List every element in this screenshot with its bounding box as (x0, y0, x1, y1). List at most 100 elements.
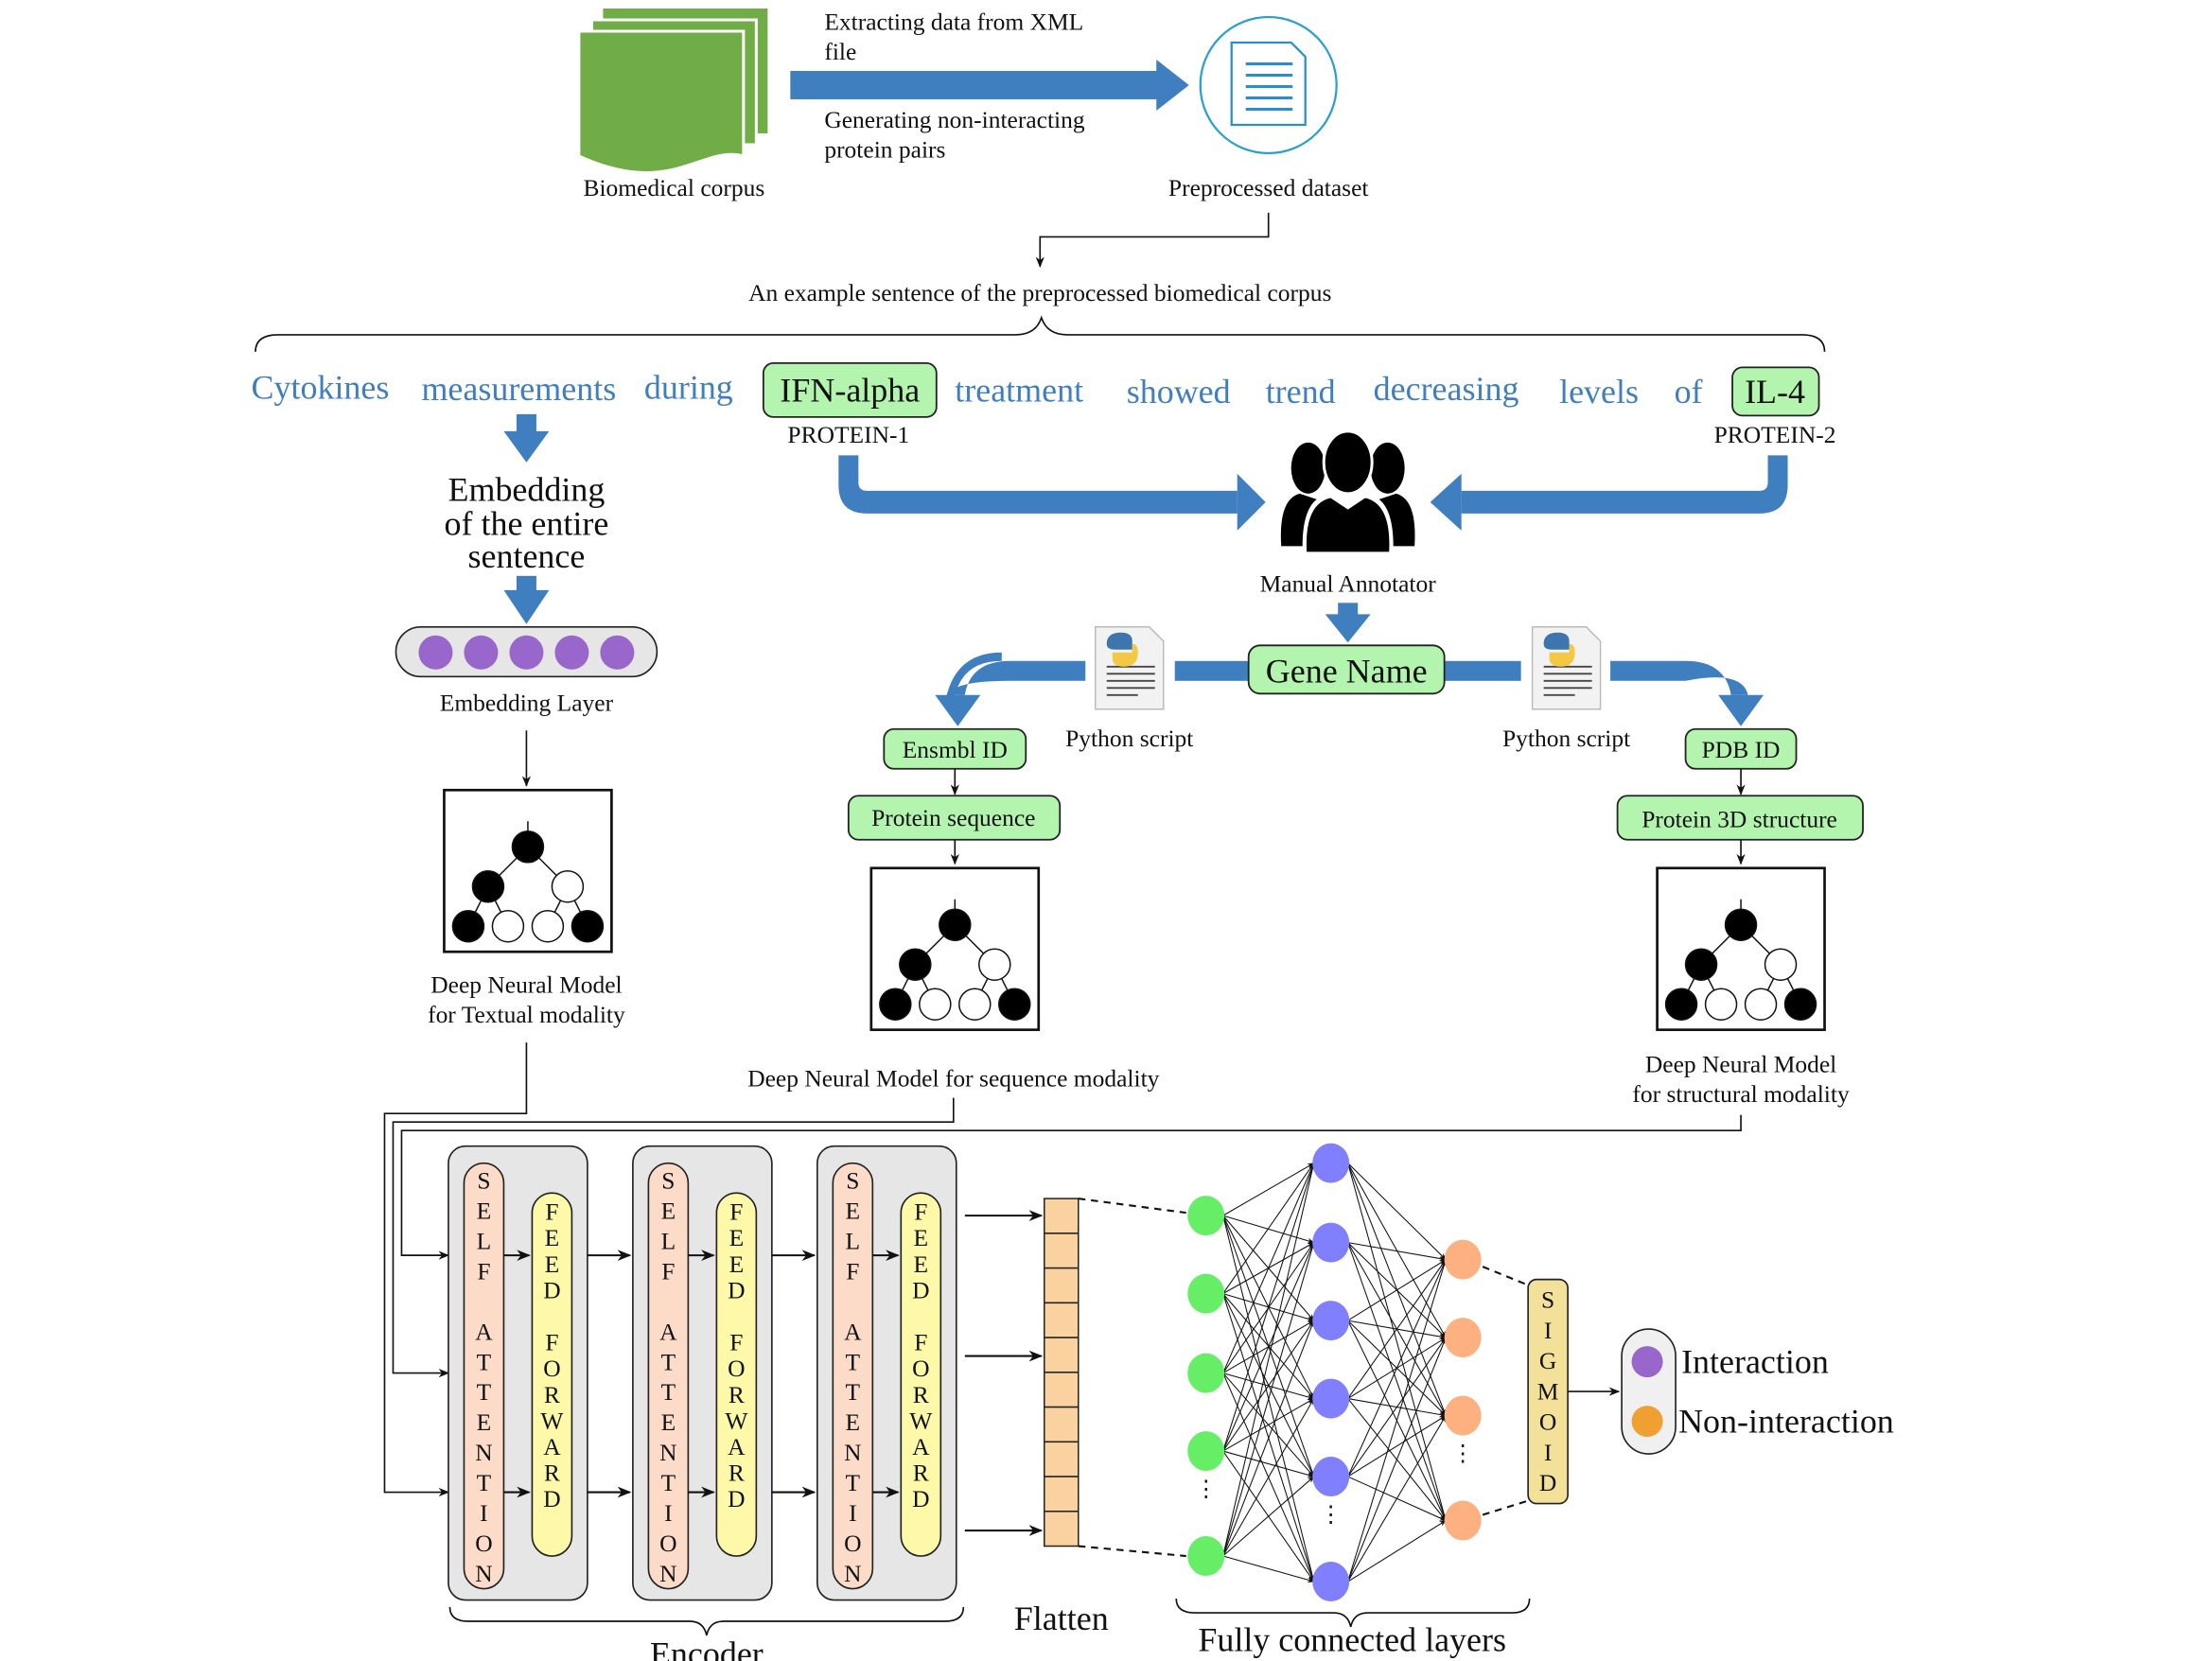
gene-to-pdb-arrow (1444, 660, 1764, 726)
feed-forward-layer (900, 1192, 942, 1557)
tree-node (1684, 948, 1718, 981)
tree-node (1744, 988, 1778, 1021)
feed-forward-layer (531, 1192, 573, 1557)
feed-forward-letter: E (545, 1250, 560, 1278)
textual-to-encoder-connector (383, 1042, 528, 1497)
self-attention-letter: S (477, 1167, 490, 1195)
sentence-word: during (644, 368, 733, 406)
tree-node (531, 909, 565, 943)
sentence-brace (255, 315, 1826, 352)
tree-node (511, 830, 545, 864)
fc-input-node (1187, 1196, 1225, 1236)
fc-edge (1222, 1163, 1315, 1294)
feed-forward-letter: D (543, 1276, 560, 1303)
fc-edge (1222, 1163, 1315, 1216)
fc-last-node (1444, 1239, 1482, 1280)
self-attention-letter: T (846, 1378, 861, 1406)
feed-forward-letter: A (912, 1433, 930, 1460)
dataset-to-sentence-connector (1035, 212, 1270, 269)
flatten-cell (1044, 1441, 1080, 1477)
feed-forward-letter: E (914, 1250, 929, 1278)
flatten-cell (1044, 1233, 1080, 1269)
tree-node (1764, 948, 1798, 981)
self-attention-letter: E (661, 1408, 676, 1436)
feed-forward-letter: R (544, 1381, 560, 1408)
step2-line2: protein pairs (824, 135, 945, 163)
textual-model-icon (443, 788, 613, 953)
fc-hidden-node (1312, 1562, 1350, 1602)
tree-node (1704, 988, 1738, 1021)
feed-forward-letter: R (544, 1460, 560, 1487)
fc-edge (1222, 1320, 1315, 1452)
fc-edge (1222, 1162, 1315, 1373)
tree-node (451, 909, 485, 943)
dashed-connector (1482, 1266, 1529, 1286)
fc-edge (1347, 1258, 1447, 1477)
example-sentence: Cytokines measurements during IFN-alpha … (252, 361, 1820, 418)
self-attention-letter: T (477, 1378, 492, 1406)
self-attention-letter: N (844, 1439, 861, 1466)
protein1-word: IFN-alpha (780, 371, 920, 409)
sentence-word: levels (1559, 373, 1639, 411)
sigmoid-letter: M (1537, 1377, 1559, 1405)
feed-forward-letter: W (725, 1407, 747, 1434)
non-interaction-dot (1631, 1406, 1663, 1438)
self-attention-letter: O (844, 1530, 861, 1557)
sentence-word: measurements (421, 370, 616, 408)
sigmoid-letter: D (1539, 1469, 1556, 1496)
tree-node (491, 909, 525, 943)
tree-node (471, 869, 505, 903)
sentence-word: of (1675, 373, 1703, 411)
fc-edge (1347, 1242, 1447, 1522)
non-interaction-label: Non-interaction (1678, 1403, 1894, 1441)
gene-name-label: Gene Name (1266, 652, 1428, 690)
self-attention-letter: N (659, 1439, 676, 1466)
fc-last-node (1444, 1395, 1482, 1436)
flatten-cell (1044, 1267, 1080, 1304)
fc-last-node (1444, 1500, 1482, 1541)
tree-node (978, 948, 1011, 981)
example-caption: An example sentence of the preprocessed … (748, 279, 1331, 306)
fc-edge (1347, 1520, 1447, 1582)
self-attention-letter: N (844, 1560, 861, 1587)
fc-edge (1347, 1258, 1448, 1582)
python-script-right-label: Python script (1502, 725, 1630, 752)
sentence-word: showed (1127, 373, 1231, 411)
feed-forward-letter: O (543, 1355, 560, 1382)
flatten-cell (1044, 1372, 1080, 1408)
fc-edge (1347, 1415, 1447, 1477)
fc-hidden-node (1312, 1222, 1350, 1263)
structural-model-label-2: for structural modality (1632, 1080, 1850, 1108)
step1-line1: Extracting data from XML (824, 8, 1083, 35)
self-attention-letter: O (659, 1530, 676, 1557)
fc-edge (1222, 1398, 1315, 1452)
self-attention-letter: A (844, 1318, 862, 1345)
fc-input-node (1187, 1536, 1225, 1577)
fc-edge (1347, 1259, 1447, 1399)
feed-forward-letter: R (729, 1381, 745, 1408)
self-attention-letter: N (475, 1560, 492, 1587)
ellipsis: ⋮ (1451, 1442, 1474, 1467)
sigmoid-letter: I (1544, 1439, 1553, 1466)
feed-forward-letter: E (729, 1224, 745, 1251)
fc-edge (1222, 1450, 1315, 1478)
feed-forward-letter: D (912, 1485, 929, 1512)
feed-forward-letter: D (912, 1276, 929, 1303)
feed-forward-letter: A (543, 1433, 561, 1460)
ellipsis: ⋮ (1195, 1477, 1218, 1502)
dashed-connector (1078, 1198, 1186, 1215)
flatten-cell (1044, 1476, 1080, 1512)
self-attention-letter: I (849, 1499, 856, 1527)
self-attention-letter: F (477, 1257, 490, 1285)
fc-input-node (1187, 1353, 1225, 1393)
self-attention-letter: N (659, 1560, 676, 1587)
protein1-highlight (762, 361, 938, 418)
ellipsis: ⋮ (1320, 1503, 1343, 1528)
fc-input-node (1187, 1431, 1225, 1472)
self-attention-letter: T (661, 1378, 676, 1406)
textual-model-label-1: Deep Neural Model (430, 971, 622, 999)
fc-edge (1222, 1241, 1315, 1557)
fc-edge (1347, 1259, 1447, 1321)
structural-model-icon (1656, 866, 1826, 1032)
